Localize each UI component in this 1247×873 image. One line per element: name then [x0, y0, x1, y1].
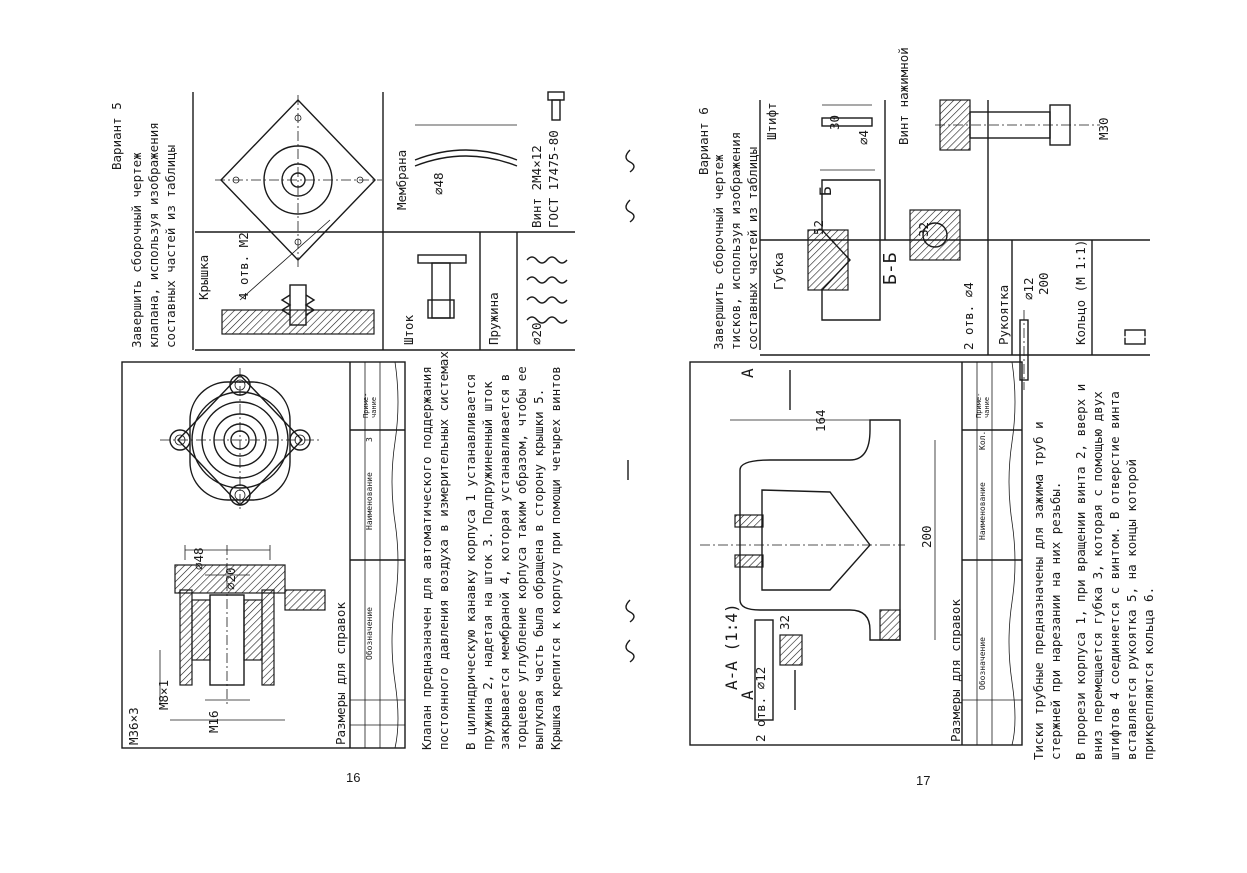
right-assembly-frame [689, 361, 1023, 746]
ref-label-right: Размеры для справок [948, 599, 963, 742]
pin-drawing [821, 104, 873, 127]
handle-drawing [1019, 310, 1029, 390]
press-screw-label: Винт нажимной [896, 47, 911, 145]
dim-32: 32 [777, 614, 792, 630]
handle-dia: ⌀12 [1021, 277, 1036, 300]
bracket-mark [625, 199, 635, 223]
spring-dim: ⌀20 [529, 322, 544, 345]
table-col2-left: Наименование [365, 472, 374, 530]
bracket-mark [625, 639, 635, 663]
screw-drawing [547, 91, 565, 121]
ref-label-left: Размеры для справок [333, 602, 348, 745]
rod-drawing [417, 254, 467, 319]
jaw-dim: 52 [811, 219, 826, 235]
dim-164: 164 [813, 409, 828, 432]
membrane-dim: ⌀48 [431, 172, 446, 195]
part-label-membrane: Мембрана [394, 149, 409, 210]
dim-d20: ⌀20 [223, 567, 238, 590]
press-screw-drawing [935, 99, 1100, 151]
table-col4-right: Кол. [978, 430, 987, 450]
part-label-ring: Кольцо (М 1:1) [1073, 239, 1088, 345]
part-label-handle: Рукоятка [996, 284, 1011, 345]
task-left: Завершить сборочный чертеж клапана, испо… [129, 122, 178, 348]
ring-drawing [1120, 329, 1150, 345]
section-aa-label: А-А (1:4) [722, 603, 741, 690]
left-assembly-frame [121, 361, 406, 749]
left-top-view [160, 368, 320, 512]
description-left: Клапан предназначен для автоматического … [419, 351, 563, 750]
table-col2-right: Наименование [978, 482, 987, 540]
section-bb-dim: 32 [916, 221, 931, 237]
section-mark-b: Б [816, 186, 835, 196]
dim-d48: ⌀48 [191, 547, 206, 570]
pin-dia: ⌀4 [856, 129, 871, 145]
part-label-rod: Шток [401, 314, 416, 345]
dim-200: 200 [919, 525, 934, 548]
part-label-lid: Крышка [196, 254, 211, 300]
holes-d12: 2 отв. ⌀12 [753, 666, 768, 742]
part-label-pin: Штифт [764, 102, 779, 140]
part-label-spring: Пружина [486, 292, 501, 345]
membrane-drawing [414, 124, 518, 167]
dim-m8: М8×1 [156, 679, 171, 710]
screw-label: Винт 2М4×12 ГОСТ 17475-80 [529, 130, 561, 228]
table-col3-left: Приме-чание [362, 392, 378, 418]
section-mark-a-top: А [738, 368, 757, 378]
handle-dim: 200 [1036, 272, 1051, 295]
table-col1-right: Обозначение [978, 637, 987, 690]
spring-drawing [526, 256, 568, 324]
press-screw-dim: М30 [1096, 117, 1111, 140]
description-right: Тиски трубные предназначены для зажима т… [1031, 383, 1156, 760]
vise-body [700, 370, 936, 721]
bracket-mark [625, 599, 635, 623]
variant-left: Вариант 5 [109, 102, 124, 170]
dim-m16: М16 [206, 710, 221, 733]
table-num-left: 3 [365, 437, 374, 442]
pin-len: 30 [827, 114, 842, 130]
lid-holes-label: 4 отв. М2 [236, 232, 251, 300]
bb-holes: 2 отв. ⌀4 [961, 282, 976, 350]
table-col3-right: Приме-чание [975, 392, 991, 418]
section-bb-drawing [909, 209, 961, 261]
table-col1-left: Обозначение [365, 607, 374, 660]
task-right: Завершить сборочный чертеж тисков, испол… [711, 131, 760, 350]
left-section-view [159, 545, 326, 721]
dim-m36: М36×3 [126, 707, 141, 745]
page-number-left: 16 [346, 770, 361, 785]
page-number-right: 17 [916, 773, 931, 788]
left-parts-table [192, 92, 575, 351]
lid-drawing [215, 95, 382, 335]
section-bb-label: Б-Б [880, 252, 901, 285]
part-label-jaw: Губка [771, 252, 786, 290]
jaw-drawing [807, 169, 881, 321]
bracket-mark [625, 149, 635, 173]
